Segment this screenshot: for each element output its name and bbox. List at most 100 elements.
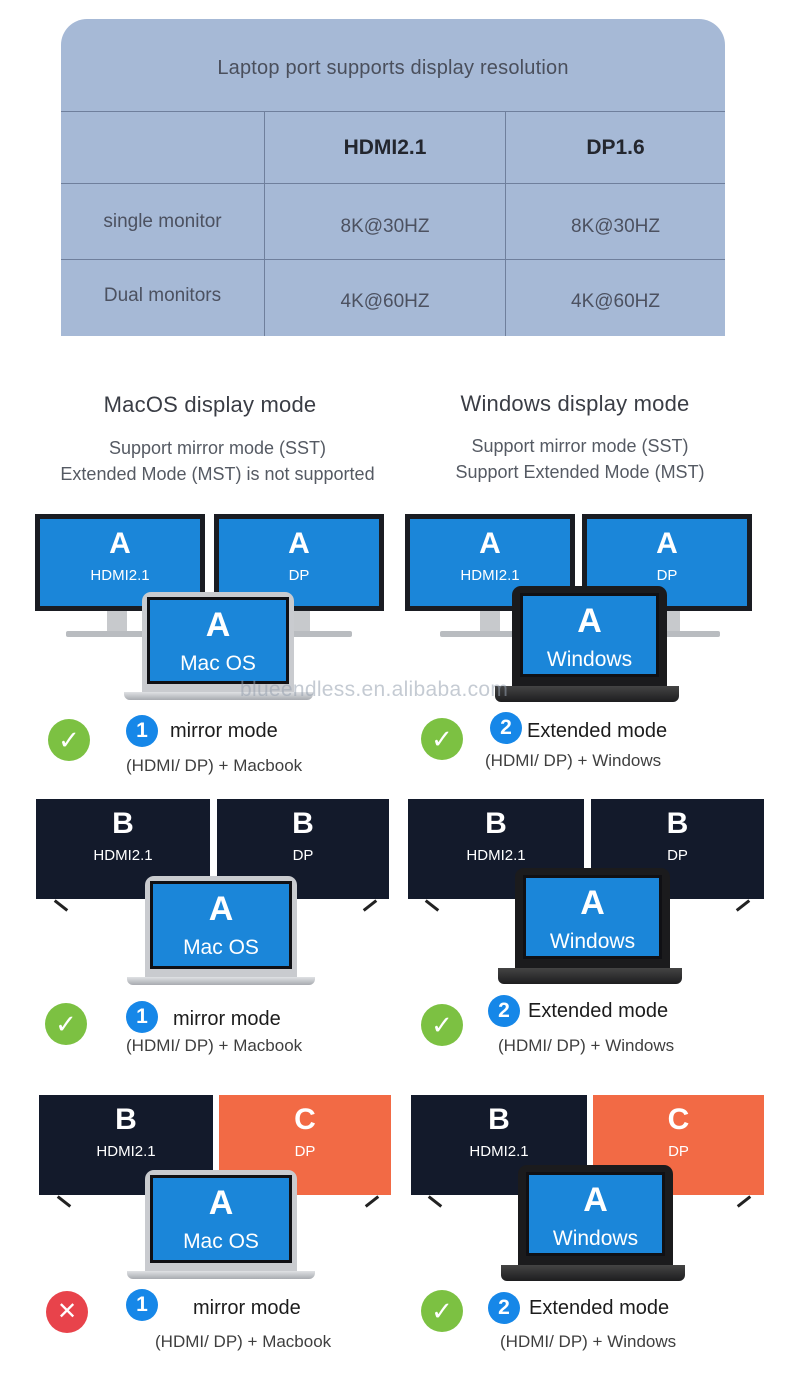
monitor-port-label: DP	[667, 847, 688, 864]
table-cell: 4K@60HZ	[340, 291, 430, 312]
resolution-table: Laptop port supports display resolution …	[61, 19, 725, 336]
monitor-letter: C	[294, 1103, 316, 1136]
monitor-letter: B	[112, 807, 134, 840]
monitor-port-label: HDMI2.1	[96, 1143, 156, 1160]
mode-caption: (HDMI/ DP) + Macbook	[126, 756, 303, 775]
macbook: A Mac OS	[145, 876, 297, 978]
mode-caption: (HDMI/ DP) + Windows	[500, 1332, 677, 1351]
monitor-letter: A	[479, 527, 501, 560]
monitor-letter: B	[485, 807, 507, 840]
monitor-stand	[480, 611, 500, 633]
windows-laptop: A Windows	[515, 868, 670, 968]
monitor-letter: B	[292, 807, 314, 840]
monitor-letter: A	[656, 527, 678, 560]
x-circle-icon: ✕	[46, 1291, 88, 1333]
monitor-letter: A	[288, 527, 310, 560]
step-number-badge: 1	[126, 1001, 158, 1033]
monitor-letter: B	[666, 807, 689, 840]
laptop-keyboard-deck	[498, 968, 682, 984]
monitor-stand-base	[252, 631, 352, 637]
monitor-port-label: DP	[668, 1143, 689, 1160]
laptop-letter: A	[205, 606, 231, 644]
step-number-badge: 2	[488, 1292, 520, 1324]
monitor-port-label: DP	[294, 1143, 316, 1160]
windows-sub-extended: Support Extended Mode (MST)	[455, 462, 705, 482]
laptop-base	[124, 692, 313, 700]
divider	[505, 111, 506, 336]
monitor-letter: C	[667, 1103, 690, 1136]
mode-caption: (HDMI/ DP) + Windows	[485, 751, 662, 770]
divider	[61, 259, 725, 260]
check-circle-icon: ✓	[421, 1004, 463, 1046]
tv-foot	[364, 1195, 380, 1208]
macbook: A Mac OS	[142, 592, 294, 693]
mode-label: mirror mode	[173, 1008, 281, 1030]
row-label-dual: Dual monitors	[103, 285, 222, 306]
laptop-keyboard-deck	[495, 686, 679, 702]
macbook: A Mac OS	[145, 1170, 297, 1272]
monitor-port-label: HDMI2.1	[469, 1143, 529, 1160]
monitor-stand-base	[620, 631, 720, 637]
monitor-letter: B	[115, 1103, 137, 1136]
windows-heading: Windows display mode	[460, 391, 690, 416]
step-number-badge: 1	[126, 715, 158, 747]
laptop-letter: A	[583, 1181, 608, 1219]
table-title: Laptop port supports display resolution	[217, 57, 569, 79]
check-circle-icon: ✓	[45, 1003, 87, 1045]
row-label-single: single monitor	[103, 211, 222, 232]
monitor-dp: A DP	[214, 514, 384, 611]
monitor-letter: B	[488, 1103, 510, 1136]
tv-foot	[424, 899, 440, 912]
divider	[61, 111, 725, 112]
column-header-hdmi: HDMI2.1	[343, 136, 427, 159]
macos-sub-extended: Extended Mode (MST) is not supported	[60, 464, 375, 484]
mode-caption: (HDMI/ DP) + Macbook	[155, 1332, 332, 1351]
tv-foot	[53, 899, 69, 912]
step-number-badge: 2	[488, 995, 520, 1027]
mode-label: Extended mode	[528, 1000, 669, 1022]
laptop-letter: A	[208, 890, 234, 928]
table-cell: 8K@30HZ	[571, 216, 660, 237]
mode-caption: (HDMI/ DP) + Windows	[498, 1036, 675, 1055]
monitor-stand-base	[66, 631, 166, 637]
tv-foot	[427, 1195, 443, 1208]
table-cell: 4K@60HZ	[571, 291, 660, 312]
windows-sub-mirror: Support mirror mode (SST)	[471, 436, 689, 456]
monitor-port-label: DP	[656, 567, 678, 584]
monitor-port-label: HDMI2.1	[466, 847, 526, 864]
windows-laptop: A Windows	[512, 586, 667, 686]
laptop-letter: A	[208, 1184, 234, 1222]
tv-foot	[362, 899, 378, 912]
column-header-dp: DP1.6	[586, 136, 645, 159]
table-cell: 8K@30HZ	[340, 216, 430, 237]
monitor-port-label: HDMI2.1	[93, 847, 153, 864]
laptop-letter: A	[580, 884, 605, 922]
tv-foot	[736, 1195, 752, 1208]
tv-foot	[735, 899, 751, 912]
laptop-os-label: Mac OS	[183, 936, 259, 959]
watermark: blueendless.en.alibaba.com	[240, 678, 509, 701]
divider	[61, 183, 725, 184]
monitor-stand	[107, 611, 127, 633]
monitor-port-label: DP	[292, 847, 314, 864]
macos-sub-mirror: Support mirror mode (SST)	[108, 438, 327, 458]
laptop-letter: A	[577, 602, 602, 640]
tv-foot	[56, 1195, 72, 1208]
windows-laptop: A Windows	[518, 1165, 673, 1265]
divider	[264, 111, 265, 336]
step-number-badge: 1	[126, 1289, 158, 1321]
mode-caption: (HDMI/ DP) + Macbook	[126, 1036, 303, 1055]
laptop-os-label: Windows	[552, 1227, 639, 1250]
check-circle-icon: ✓	[421, 718, 463, 760]
monitor-stand-base	[440, 631, 540, 637]
monitor-port-label: HDMI2.1	[460, 567, 520, 584]
laptop-keyboard-deck	[501, 1265, 685, 1281]
mode-label: mirror mode	[193, 1297, 301, 1319]
step-number-badge: 2	[490, 712, 522, 744]
mode-label: mirror mode	[170, 720, 278, 742]
laptop-base	[127, 1271, 315, 1279]
laptop-os-label: Mac OS	[183, 1230, 259, 1253]
check-circle-icon: ✓	[421, 1290, 463, 1332]
laptop-os-label: Mac OS	[180, 652, 256, 675]
monitor-letter: A	[109, 527, 131, 560]
